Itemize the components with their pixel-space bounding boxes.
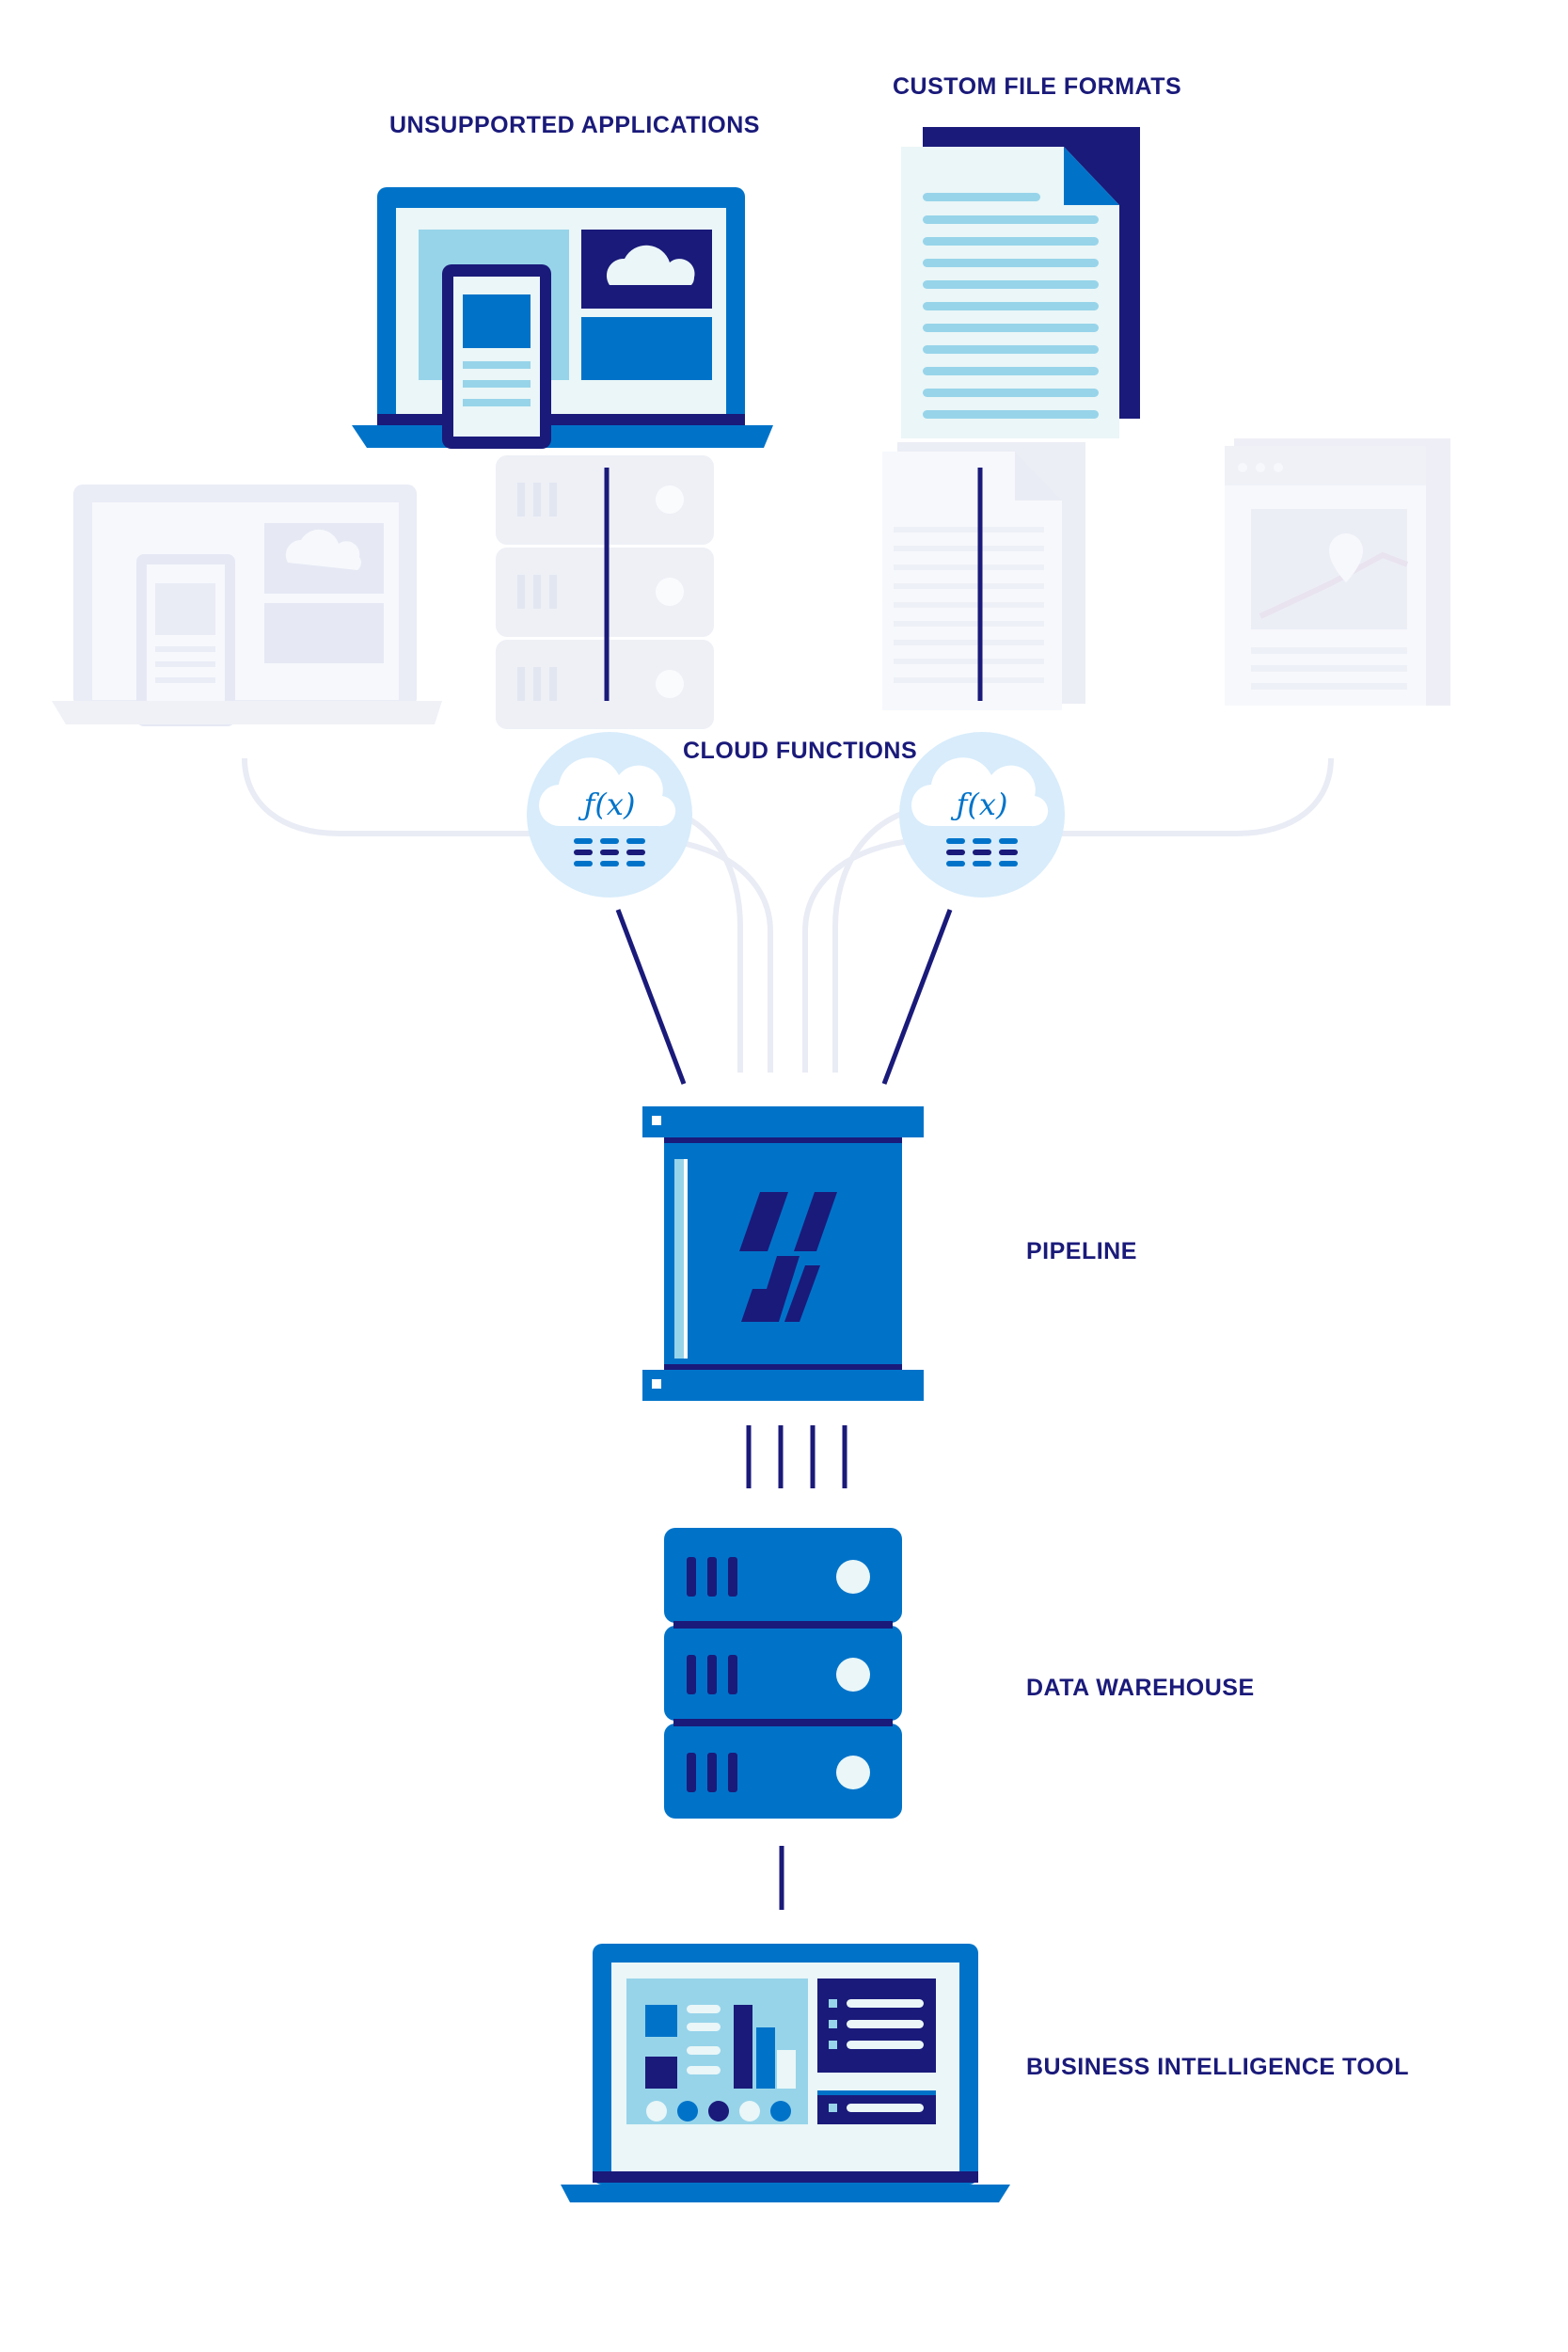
pipeline-label: PIPELINE bbox=[1026, 1238, 1137, 1264]
cloud-function-icon: ƒ(x) bbox=[527, 732, 692, 898]
flow-lines bbox=[604, 468, 983, 1910]
custom-file-formats-label: CUSTOM FILE FORMATS bbox=[893, 73, 1182, 100]
cloud-function-symbol: ƒ(x) bbox=[951, 787, 1008, 822]
data-warehouse-label: DATA WAREHOUSE bbox=[1026, 1675, 1255, 1701]
faded-document-icon bbox=[882, 442, 1085, 710]
dashboard-laptop-icon bbox=[561, 1944, 1010, 2202]
faded-laptop-icon bbox=[52, 485, 442, 726]
faded-connectors bbox=[242, 757, 1334, 1073]
server-stack-icon bbox=[664, 1528, 902, 1819]
pipeline-icon bbox=[642, 1106, 924, 1401]
unsupported-applications-label: UNSUPPORTED APPLICATIONS bbox=[389, 112, 760, 138]
faded-sources bbox=[52, 438, 1450, 729]
faded-browser-map-icon bbox=[1225, 438, 1450, 706]
cloud-functions-label: CLOUD FUNCTIONS bbox=[683, 738, 918, 764]
cloud-function-symbol: ƒ(x) bbox=[578, 787, 636, 822]
document-icon bbox=[901, 127, 1140, 438]
business-intelligence-tool-label: BUSINESS INTELLIGENCE TOOL bbox=[1026, 2054, 1410, 2080]
laptop-with-phone-icon bbox=[352, 187, 773, 449]
cloud-function-icon: ƒ(x) bbox=[899, 732, 1065, 898]
